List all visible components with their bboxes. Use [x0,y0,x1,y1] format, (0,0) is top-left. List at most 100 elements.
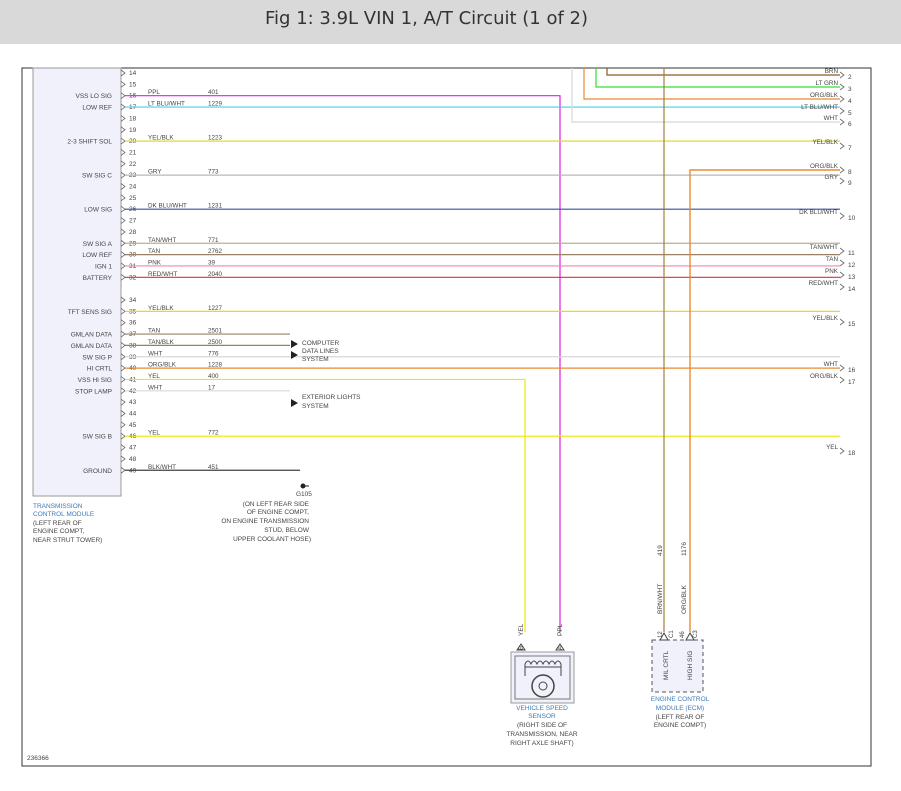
tcm-wire-color-label: YEL [148,373,160,380]
ecm-pin-12: 12 [658,631,664,638]
tcm-wire-color-label: BLK/WHT [148,464,176,471]
ecm-wire2-circuit: 1176 [681,542,688,556]
tcm-pin-label: IGN 1 [95,263,112,270]
tcm-wire-16 [125,95,561,632]
tcm-pin-number: 44 [129,411,137,418]
wire-ecm-org-blk [689,169,840,632]
ecm-pin-12-terminal [659,631,669,641]
tcm-pin-marker [120,398,126,406]
tcm-wire-circuit-label: 2501 [208,328,223,335]
tcm-location-1: (LEFT REAR OF [33,520,82,527]
data-lines-arrow-1 [291,340,298,348]
tcm-pin-marker [120,364,126,372]
tcm-pin-number: 27 [129,218,137,225]
ground-id: G105 [296,491,312,498]
right-conn-pin-number: 2 [848,74,852,81]
tcm-wire-color-label: TAN/BLK [148,339,175,346]
data-lines-label-2: DATA LINES [302,348,339,355]
right-conn-wire-color: LT GRN [815,80,838,87]
tcm-pin-label: STOP LAMP [75,388,112,395]
tcm-location-3: NEAR STRUT TOWER) [33,537,102,544]
right-conn-wire-color: DK BLU/WHT [799,209,838,216]
tcm-pin-marker [120,444,126,451]
right-conn-pin-number: 13 [848,274,856,281]
ecm-name-2: MODULE (ECM) [656,705,704,712]
tcm-pin-number: 25 [129,195,137,202]
tcm-pin-marker [120,330,126,338]
tcm-pin-number: 18 [129,115,137,122]
right-conn-pin-number: 7 [848,145,852,152]
ecm-inner-label-high: HIGH SIG [687,651,694,680]
right-conn-pin-marker [839,166,845,174]
tcm-wire-circuit-label: 2040 [208,271,223,278]
right-conn-pin-marker [839,247,845,255]
right-conn-pin-marker [839,318,845,326]
vss-location-3: RIGHT AXLE SHAFT) [510,740,573,747]
vss-name-1: VEHICLE SPEED [516,705,568,712]
tcm-pin-marker [120,353,126,361]
tcm-wire-color-label: WHT [148,384,162,391]
tcm-wire-color-label: ORG/BLK [148,362,177,369]
ground-location-5: UPPER COOLANT HOSE) [233,536,311,543]
right-conn-pin-marker [839,271,845,279]
tcm-pin-marker [120,228,126,236]
right-conn-pin-marker [839,376,845,384]
tcm-pin-label: SW SIG A [83,241,113,248]
figure-title: Fig 1: 3.9L VIN 1, A/T Circuit (1 of 2) [265,8,589,29]
right-conn-pin-number: 12 [848,262,856,269]
tcm-pin-number: 36 [129,320,137,327]
tcm-pin-marker [120,342,126,349]
ecm-name-1: ENGINE CONTROL [651,696,710,703]
ground-location-2: OF ENGINE COMPT, [247,509,309,516]
right-conn-pin-marker [839,364,845,372]
tcm-pin-marker [120,137,126,145]
right-conn-wire-color: TAN/WHT [810,244,838,251]
right-conn-pin-marker [839,177,845,185]
tcm-wire-circuit-label: 773 [208,169,219,176]
right-conn-pin-number: 18 [848,450,856,457]
tcm-pin-label: GMLAN DATA [71,343,113,350]
vss-rotor-icon [531,674,555,698]
tcm-pin-marker [120,160,126,168]
ground-location-3: ON ENGINE TRANSMISSION [221,518,309,525]
tcm-wire-color-label: TAN [148,248,161,255]
tcm-wire-circuit-label: 400 [208,373,219,380]
tcm-pin-label: VSS HI SIG [78,377,112,384]
ecm-conn-c3: C3 [693,630,699,638]
ecm-wire1-color: BRN/WHT [657,584,664,614]
tcm-wire-color-label: LT BLU/WHT [148,101,185,108]
tcm-pin-number: 47 [129,445,137,452]
ground-location-1: (ON LEFT REAR SIDE [243,501,310,508]
tcm-pin-number: 34 [129,297,137,304]
tcm-pin-label: GMLAN DATA [71,332,113,339]
tcm-pin-marker [120,81,126,88]
tcm-pin-marker [120,149,126,156]
right-conn-pin-marker [839,71,845,79]
right-conn-pin-marker [839,107,845,115]
tcm-pin-number: 45 [129,422,137,429]
tcm-wire-color-label: YEL [148,430,160,437]
tcm-wire-circuit-label: 772 [208,430,219,437]
tcm-pin-label: BATTERY [83,275,113,282]
right-conn-wire-color: YEL/BLK [812,315,838,322]
tcm-wire-color-label: TAN [148,328,161,335]
tcm-pin-marker [120,376,126,383]
right-conn-wire-color: BRN [825,68,839,75]
right-conn-wire-color: ORG/BLK [810,373,839,380]
right-conn-pin-number: 8 [848,169,852,176]
tcm-wire-circuit-label: 1227 [208,305,223,312]
tcm-wire-circuit-label: 1231 [208,203,223,210]
right-conn-wire-color: TAN [826,256,839,263]
diagram-frame [21,67,872,767]
wire-lt-grn [595,68,840,88]
tcm-pin-marker [120,103,126,111]
tcm-wire-circuit-label: 771 [208,237,219,244]
right-conn-wire-color: LT BLU/WHT [801,104,838,111]
right-conn-pin-marker [839,212,845,220]
tcm-pin-number: 21 [129,149,137,156]
tcm-pin-number: 48 [129,456,137,463]
tcm-pin-marker [120,205,126,213]
right-conn-pin-number: 4 [848,98,852,105]
tcm-pin-marker [120,432,126,440]
data-lines-label-1: COMPUTER [302,340,340,347]
